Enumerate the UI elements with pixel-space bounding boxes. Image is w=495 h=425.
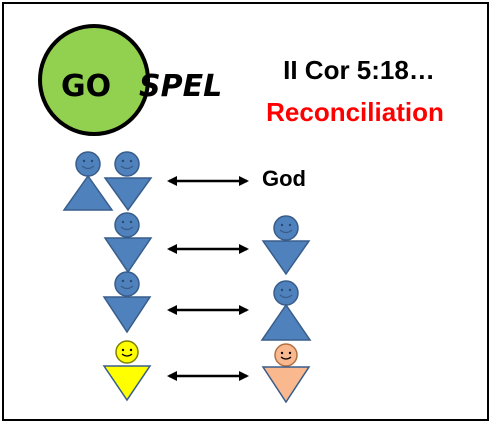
logo-circle [38, 24, 150, 136]
person-figure-down-left-3 [102, 271, 152, 334]
god-label: God [262, 166, 306, 191]
person-figure-up-left [62, 151, 114, 211]
person-head [114, 271, 140, 297]
logo-text-go: GO [61, 69, 111, 104]
person-head [273, 215, 299, 241]
smiley-face-icon [279, 294, 293, 299]
person-figure-up-right-3 [260, 280, 312, 341]
smiley-face-icon [120, 165, 134, 170]
person-body-triangle [102, 365, 152, 402]
person-figure-yellow-left [102, 340, 152, 402]
smiley-face-icon [279, 229, 293, 234]
person-figure-peach-right [261, 343, 311, 404]
person-head [114, 151, 140, 177]
person-body-triangle [261, 240, 311, 276]
smiley-face-icon [121, 353, 133, 357]
person-figure-down-left [103, 151, 153, 212]
person-head [75, 151, 101, 177]
page-subtitle: Reconciliation [266, 97, 444, 127]
person-figure-down-left-2 [103, 212, 153, 274]
person-body-triangle [103, 177, 153, 212]
person-head [114, 212, 140, 238]
smiley-face-icon [81, 165, 95, 170]
person-head [115, 340, 139, 364]
person-body-triangle [103, 237, 153, 274]
gospel-logo: GO SPEL [38, 24, 222, 136]
person-head [274, 343, 298, 367]
smiley-face-icon [120, 226, 134, 231]
person-body-triangle [62, 174, 114, 211]
person-body-triangle [260, 303, 312, 341]
smiley-face-icon [120, 285, 134, 290]
person-body-triangle [261, 366, 311, 404]
person-body-triangle [102, 296, 152, 334]
logo-text-spel: SPEL [139, 69, 222, 104]
person-figure-down-right-2 [261, 215, 311, 276]
person-head [273, 280, 299, 306]
smiley-face-icon [280, 356, 292, 360]
page-title: II Cor 5:18… [283, 55, 435, 85]
